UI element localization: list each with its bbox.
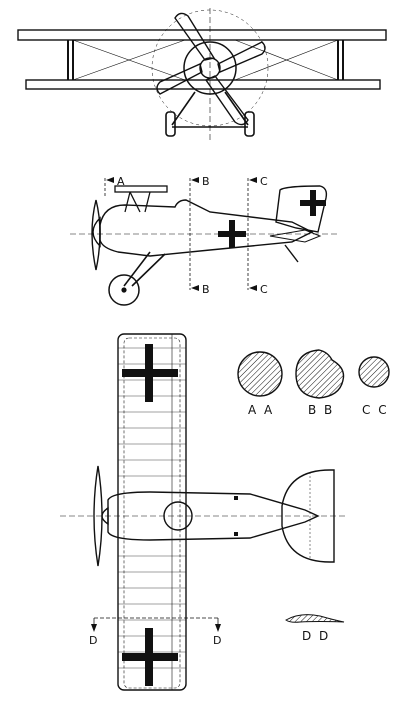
label-section-bb: B B — [308, 403, 334, 417]
cockpit-plan — [163, 501, 193, 531]
section-aa-shape — [237, 351, 283, 397]
tail-insignia-cross — [300, 190, 326, 216]
tail-skid — [284, 244, 299, 263]
spinner-side — [92, 216, 101, 248]
section-bb-shape — [295, 349, 345, 399]
gear-leg-side-1 — [123, 251, 151, 287]
propeller-blade-right — [217, 41, 266, 73]
front-view — [17, 8, 387, 140]
fin-rudder — [275, 185, 328, 233]
tailplane-plan — [281, 469, 335, 563]
upper-wing-plan — [117, 333, 187, 691]
propeller-blade-left — [156, 63, 203, 95]
tailplane-side — [269, 229, 322, 243]
fuselage-plan — [107, 491, 320, 541]
propeller-blade-down — [204, 75, 249, 126]
upper-wing-insignia — [122, 344, 178, 686]
prop-disc — [151, 9, 269, 127]
label-section-aa: A A — [248, 403, 274, 417]
upper-wing-side — [114, 185, 168, 193]
wheel-side — [108, 274, 140, 306]
gear-leg-right — [224, 91, 249, 126]
spinner-plan — [101, 506, 109, 526]
marker-d-right: D — [213, 634, 221, 647]
marker-c-top: C — [260, 175, 268, 188]
cabane-struts — [124, 191, 151, 213]
wheel-left — [165, 111, 176, 137]
side-view — [70, 177, 340, 306]
engine-cowl — [183, 41, 237, 95]
fuselage-insignia-cross — [218, 220, 246, 248]
lower-wing-plan — [123, 337, 181, 689]
section-arrows — [106, 177, 257, 291]
cross-sections — [237, 349, 390, 623]
fuselage-side — [99, 199, 314, 257]
marker-c-bottom: C — [260, 283, 268, 296]
section-dd-airfoil — [285, 614, 345, 623]
gear-leg-left — [171, 91, 196, 126]
wheel-side-hub — [121, 287, 127, 293]
plan-view — [60, 333, 345, 691]
upper-wing-front — [17, 29, 387, 41]
marker-b-bottom: B — [202, 283, 210, 296]
fuselage-marks — [234, 496, 238, 536]
label-section-cc: C C — [362, 403, 389, 417]
propeller-blade-up — [174, 12, 216, 61]
section-d-arrows — [91, 624, 221, 632]
section-cc-shape — [358, 356, 390, 388]
wheel-right — [244, 111, 255, 137]
marker-d-left: D — [89, 634, 97, 647]
lower-wing-front — [25, 79, 381, 90]
marker-a-top: A — [117, 175, 125, 188]
label-section-dd: D D — [302, 629, 330, 643]
gear-leg-side-2 — [131, 253, 166, 287]
propeller-plan — [93, 465, 103, 567]
marker-b-top: B — [202, 175, 210, 188]
